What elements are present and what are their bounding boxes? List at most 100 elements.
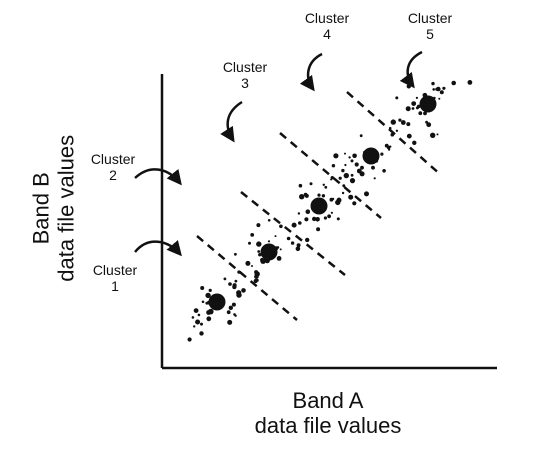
cluster-3-word: Cluster [222, 59, 268, 75]
data-point [309, 182, 313, 186]
data-point [373, 177, 376, 180]
data-point [256, 223, 261, 228]
data-point [251, 265, 253, 267]
data-point [276, 246, 280, 249]
data-point [324, 185, 328, 189]
data-point [295, 246, 301, 252]
cluster-4-mean [362, 147, 380, 165]
data-point [405, 106, 411, 112]
arrow-cluster-2 [134, 168, 182, 186]
cluster-3-number: 3 [241, 75, 249, 92]
y-axis-title: Band B data file values [29, 88, 80, 328]
data-point [304, 217, 309, 222]
data-point [257, 250, 261, 253]
data-point [436, 86, 441, 92]
data-point [187, 337, 192, 342]
data-point [231, 302, 236, 307]
data-point [349, 178, 356, 184]
data-point [297, 212, 301, 215]
data-point [348, 194, 354, 200]
data-point [286, 236, 291, 241]
cluster-1-mean [208, 293, 226, 311]
cluster-1-number: 1 [111, 278, 119, 295]
data-point [388, 126, 392, 130]
data-point [232, 284, 237, 290]
cluster-4-number: 4 [323, 26, 331, 43]
data-point [380, 152, 384, 156]
data-point [436, 133, 439, 136]
data-point [348, 156, 351, 159]
data-point [390, 119, 396, 125]
cluster-label-2: Cluster 2 [73, 151, 153, 183]
data-point [331, 164, 336, 168]
arrow-cluster-3 [220, 100, 243, 143]
data-point [336, 180, 339, 183]
data-point [384, 143, 389, 148]
data-point [344, 163, 347, 167]
data-point [296, 243, 301, 248]
data-point [236, 290, 242, 296]
data-point [256, 278, 259, 282]
data-point [226, 310, 231, 315]
data-point [439, 90, 444, 95]
data-point [336, 217, 340, 221]
x-axis-title-line1: Band A [292, 388, 364, 413]
cluster-means [208, 95, 437, 311]
data-point [333, 153, 339, 159]
data-point [360, 165, 364, 170]
cluster-5-word: Cluster [407, 10, 453, 26]
data-point [467, 80, 473, 85]
data-point [327, 214, 331, 219]
data-point [321, 194, 326, 198]
data-point [352, 153, 357, 159]
data-point [338, 176, 342, 180]
data-point [341, 168, 345, 173]
cluster-label-3: Cluster 3 [205, 59, 285, 91]
data-point [299, 194, 305, 200]
arrow-cluster-5 [399, 50, 423, 89]
data-point [387, 148, 391, 151]
data-point [411, 101, 417, 106]
cluster-boundaries [196, 91, 442, 321]
data-point [431, 81, 435, 86]
data-point [260, 258, 266, 264]
data-point [206, 310, 212, 315]
data-point [193, 325, 196, 328]
data-point [395, 96, 399, 100]
data-point [350, 159, 354, 163]
cluster-3-mean [310, 197, 328, 215]
data-point [451, 80, 457, 86]
arrow-cluster-4 [299, 52, 323, 92]
data-point [256, 241, 262, 247]
data-point [267, 240, 271, 243]
data-point [415, 106, 419, 110]
cluster-label-1: Cluster 1 [75, 262, 155, 294]
boundary-3-4 [279, 132, 382, 219]
cluster-4-word: Cluster [304, 10, 350, 26]
data-point [276, 256, 282, 261]
data-point [234, 314, 237, 317]
data-point [359, 134, 363, 138]
data-point [382, 169, 386, 173]
data-point [350, 173, 354, 177]
data-point [406, 122, 411, 127]
data-point [432, 88, 436, 91]
data-point [293, 223, 297, 226]
data-point [312, 216, 317, 222]
data-point [250, 233, 255, 237]
data-point [364, 191, 369, 197]
data-point [201, 300, 205, 304]
cluster-label-5: Cluster 5 [390, 10, 470, 42]
data-point [205, 301, 209, 305]
data-point [315, 217, 320, 222]
data-point [335, 199, 341, 206]
data-point [316, 227, 321, 232]
data-point [237, 270, 241, 274]
data-point [223, 277, 227, 281]
data-point [323, 216, 327, 220]
data-point [341, 191, 345, 195]
y-axis-title-line1: Band B [28, 172, 54, 245]
data-point [191, 316, 195, 319]
data-point [254, 274, 259, 280]
cluster-2-word: Cluster [90, 151, 136, 167]
